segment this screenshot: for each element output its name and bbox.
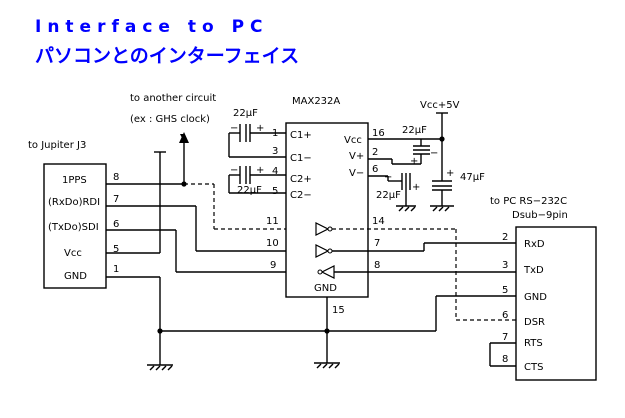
ic-pin-num: 14: [372, 216, 385, 227]
jupiter-pin-name: Vcc: [64, 248, 82, 259]
ground-icon: [149, 365, 155, 371]
ic-pin-num: 9: [270, 260, 276, 271]
title-english: Interface to PC: [35, 17, 269, 37]
ground-icon: [155, 365, 161, 371]
cap-plus: +: [412, 182, 420, 193]
jupiter-pin-name: 1PPS: [62, 175, 87, 186]
pc-pin-num: 7: [502, 332, 508, 343]
ground-icon: [444, 206, 450, 212]
pc-subtitle: Dsub−9pin: [512, 210, 568, 221]
cap-minus: −: [230, 123, 238, 134]
cap-plus: +: [256, 165, 264, 176]
ic-pin-num: 10: [266, 238, 279, 249]
ground-icon: [167, 365, 173, 371]
arrow-up-icon: [179, 132, 189, 143]
ic-gnd-label: GND: [314, 283, 337, 294]
buffer-icon: [315, 244, 333, 258]
cap-label: 22μF: [233, 108, 258, 119]
jupiter-pin-num: 1: [113, 264, 119, 275]
pc-pin-num: 6: [502, 310, 508, 321]
jupiter-pin-name: (TxDo)SDI: [48, 222, 99, 233]
jupiter-pin-num: 8: [113, 172, 119, 183]
another-circuit-label: to another circuit: [130, 93, 216, 104]
ic-pin-num: 11: [266, 216, 279, 227]
jupiter-pin-num: 7: [113, 194, 119, 205]
ic-pin-name: Vcc: [344, 135, 362, 146]
ground-icon: [432, 206, 438, 212]
ic-pin-num: 2: [372, 147, 378, 158]
cap-plus: +: [446, 168, 454, 179]
pc-pin-num: 5: [502, 285, 508, 296]
ic-pin-num: 5: [272, 186, 278, 197]
supply-label: Vcc+5V: [420, 100, 460, 111]
ic-box: [285, 122, 369, 298]
pc-pin-name: DSR: [524, 317, 545, 328]
cap-minus: −: [430, 148, 438, 159]
ground-icon: [161, 365, 167, 371]
pc-pin-name: RxD: [524, 239, 545, 250]
cap-minus: −: [384, 172, 392, 183]
cap-label: 22μF: [402, 125, 427, 136]
pc-pin-name: CTS: [524, 362, 543, 373]
pc-pin-name: GND: [524, 292, 547, 303]
ic-pin-num: 16: [372, 128, 385, 139]
pc-title: to PC RS−232C: [490, 196, 567, 207]
another-circuit-example: (ex : GHS clock): [130, 114, 210, 125]
ic-pin-name: C2−: [290, 190, 312, 201]
pc-pin-num: 8: [502, 354, 508, 365]
ground-icon: [328, 363, 334, 369]
ic-pin-num: 15: [332, 305, 345, 316]
cap-minus: −: [230, 165, 238, 176]
jupiter-pin-num: 6: [113, 219, 119, 230]
cap-plus: +: [410, 156, 418, 167]
ic-pin-num: 4: [272, 166, 278, 177]
ground-icon: [322, 363, 328, 369]
ic-pin-name: C1+: [290, 130, 312, 141]
title-japanese: パソコンとのインターフェイス: [35, 45, 299, 67]
cap-label: 47μF: [460, 172, 485, 183]
pc-pin-name: RTS: [524, 338, 543, 349]
ground-icon: [398, 206, 404, 212]
jupiter-pin-name: (RxDo)RDI: [48, 197, 100, 208]
ic-pin-name: C2+: [290, 174, 312, 185]
cap-label: 22μF: [376, 190, 401, 201]
pc-pin-num: 2: [502, 232, 508, 243]
pc-pin-num: 3: [502, 260, 508, 271]
jupiter-header: to Jupiter J3: [28, 140, 86, 151]
jupiter-box: [43, 163, 107, 289]
ic-pin-name: V−: [349, 168, 364, 179]
jupiter-pin-num: 5: [113, 244, 119, 255]
ic-pin-name: V+: [349, 151, 364, 162]
ic-pin-num: 3: [272, 146, 278, 157]
ic-pin-num: 6: [372, 164, 378, 175]
ground-icon: [334, 363, 340, 369]
pc-pin-name: TxD: [523, 265, 544, 276]
cap-plus: +: [256, 123, 264, 134]
ic-pin-name: C1−: [290, 153, 312, 164]
ground-icon: [316, 363, 322, 369]
jupiter-pin-name: GND: [64, 271, 87, 282]
ic-pin-num: 8: [374, 260, 380, 271]
ic-pin-num: 7: [374, 238, 380, 249]
cap-label: 22μF: [237, 185, 262, 196]
ground-icon: [438, 206, 444, 212]
ground-icon: [410, 206, 416, 212]
pc-connector-box: [515, 226, 597, 381]
ground-icon: [404, 206, 410, 212]
ic-title: MAX232A: [292, 96, 340, 107]
